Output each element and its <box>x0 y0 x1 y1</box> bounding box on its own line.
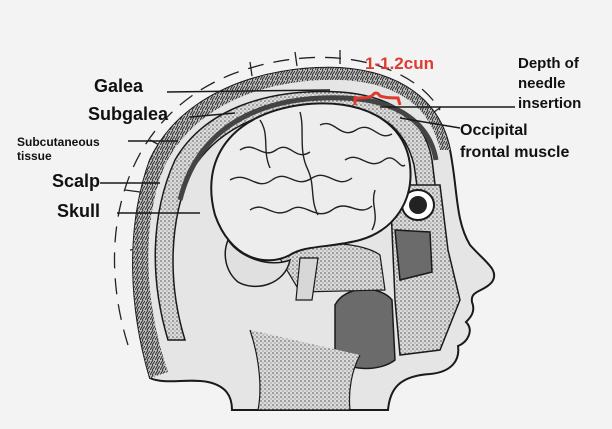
label-depth-line2: needle <box>518 75 566 92</box>
label-scalp: Scalp <box>52 171 100 192</box>
label-muscle-line1: Occipital <box>460 122 528 139</box>
label-depth-line1: Depth of <box>518 55 579 72</box>
label-subgalea: Subgalea <box>88 104 168 125</box>
label-subcutaneous-line1: Subcutaneous <box>17 135 100 149</box>
label-depth-of-needle-insertion: Depth of needle insertion <box>518 54 581 114</box>
nasal-cavity <box>395 230 432 280</box>
label-muscle-line2: frontal muscle <box>460 144 569 161</box>
label-occipital-frontal-muscle: Occipital frontal muscle <box>460 120 569 164</box>
eye <box>409 196 427 214</box>
label-skull: Skull <box>57 201 100 222</box>
label-subcutaneous-tissue: Subcutaneous tissue <box>17 135 100 163</box>
label-depth-value: 1-1.2cun <box>365 54 434 74</box>
label-subcutaneous-line2: tissue <box>17 149 52 163</box>
label-depth-line3: insertion <box>518 95 581 112</box>
label-galea: Galea <box>94 76 143 97</box>
